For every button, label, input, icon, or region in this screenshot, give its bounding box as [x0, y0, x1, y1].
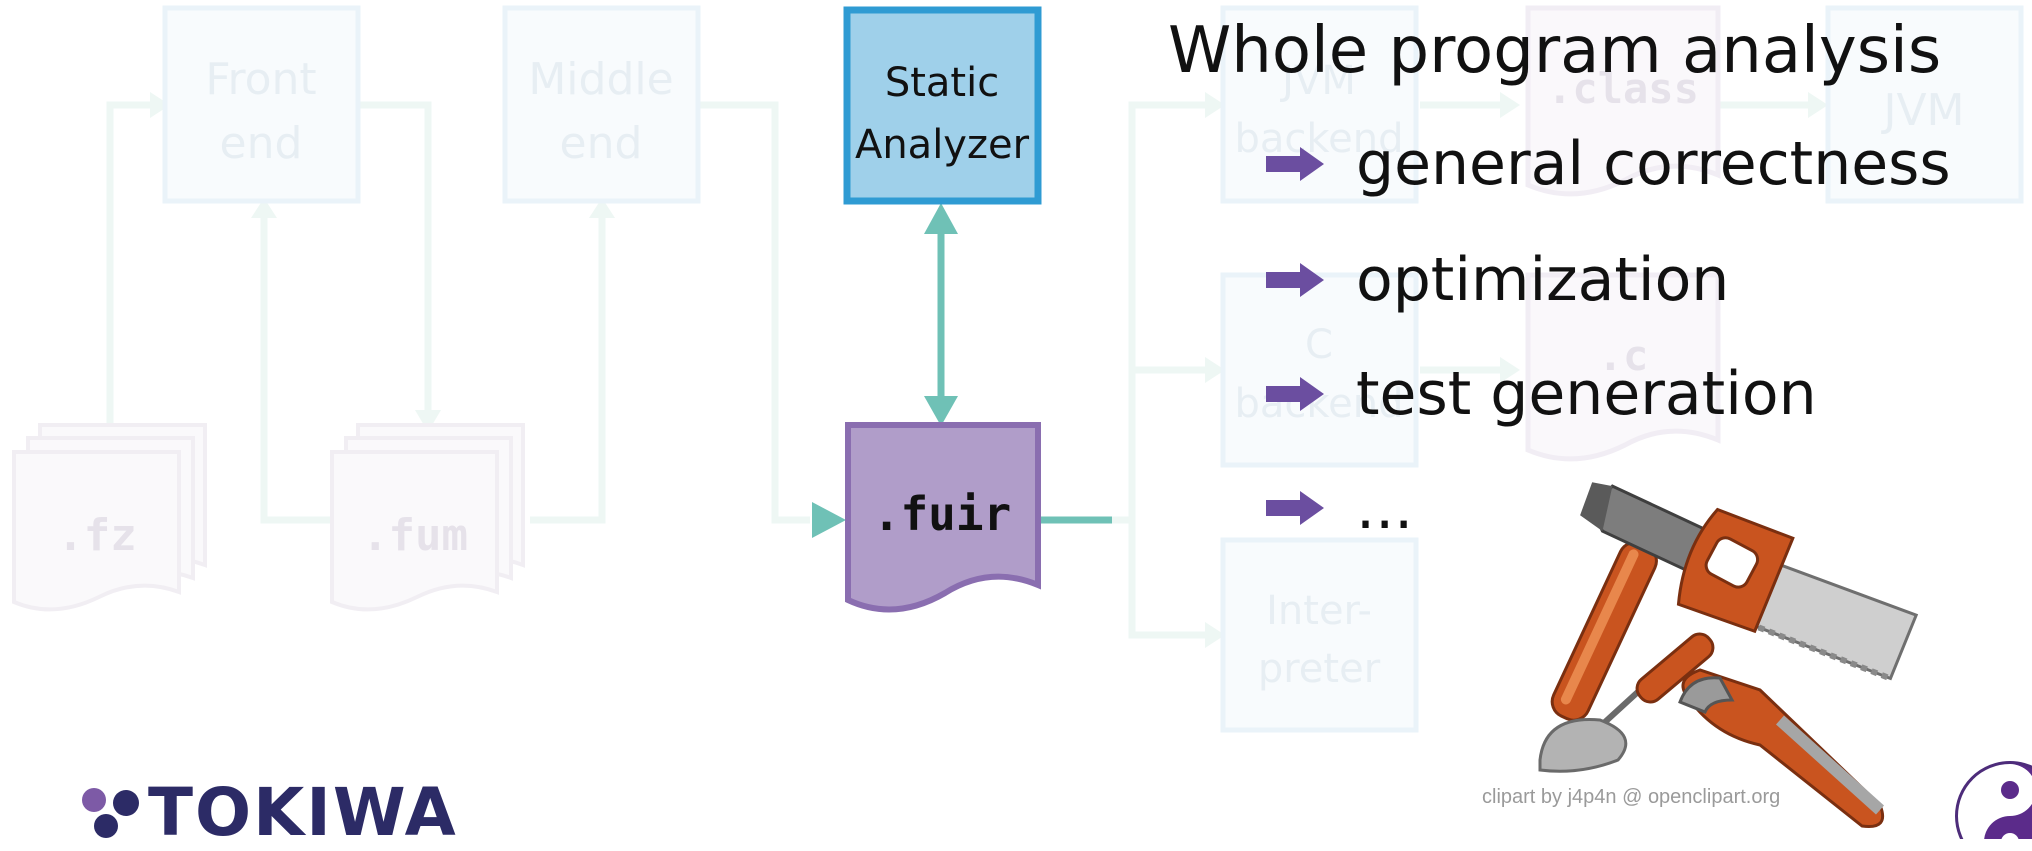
c-file-label: .c	[1598, 331, 1649, 380]
middle-end-label-2: end	[560, 118, 643, 169]
front-end-label-1: Front	[205, 54, 316, 105]
front-end-node: Front end	[162, 5, 361, 204]
jvm-backend-label-1: JVM	[1279, 58, 1356, 104]
bullet-text: test generation	[1356, 359, 1817, 429]
fuir-file-label: .fuir	[873, 487, 1011, 541]
tokiwa-logo-icon	[82, 788, 139, 838]
bullet-item: test generation	[1266, 354, 1817, 434]
jvm-backend-label-2: backend	[1235, 116, 1404, 162]
class-file-node: .class	[1525, 5, 1721, 197]
bullet-text: general correctness	[1356, 129, 1951, 199]
jvm-backend-node: JVM backend	[1220, 5, 1419, 204]
bullet-item: ...	[1266, 468, 1413, 548]
interpreter-node: Inter- preter	[1220, 537, 1419, 733]
fz-file-label: .fz	[57, 510, 136, 561]
arrow-right-icon	[1266, 377, 1324, 411]
jvm-label: JVM	[1880, 85, 1964, 136]
c-backend-node: C backend	[1220, 272, 1419, 468]
arrow-right-icon	[1266, 263, 1324, 297]
fz-files-node: .fz	[12, 423, 207, 612]
slide-title: Whole program analysis	[1168, 14, 1942, 88]
faded-arrowheads	[150, 92, 1828, 648]
c-backend-label-1: C	[1305, 322, 1333, 368]
fuir-file-node: .fuir	[845, 422, 1041, 613]
bullet-item: general correctness	[1266, 124, 1951, 204]
static-analyzer-label-1: Static	[885, 60, 999, 106]
interpreter-label-1: Inter-	[1266, 588, 1372, 634]
c-backend-label-2: backend	[1235, 381, 1404, 427]
tokiwa-logo-text: TOKIWA	[148, 774, 458, 851]
front-end-label-2: end	[220, 118, 303, 169]
static-analyzer-node: Static Analyzer	[843, 6, 1042, 205]
interpreter-label-2: preter	[1258, 646, 1381, 692]
bullet-text: optimization	[1356, 245, 1730, 315]
faded-connectors	[106, 101, 1815, 639]
c-file-node: .c	[1525, 272, 1721, 462]
static-analyzer-label-2: Analyzer	[855, 122, 1030, 168]
middle-end-node: Middle end	[502, 5, 701, 204]
fum-file-label: .fum	[362, 510, 468, 561]
fum-files-node: .fum	[330, 423, 525, 612]
bullet-text: ...	[1356, 473, 1414, 543]
yin-yang-logo-icon	[1955, 761, 2032, 851]
arrow-right-icon	[1266, 147, 1324, 181]
tools-clipart-icon	[1538, 482, 1919, 829]
clipart-credit: clipart by j4p4n @ openclipart.org	[1482, 786, 1781, 808]
fuir-input-arrow	[812, 502, 846, 538]
analyzer-fuir-connector	[924, 203, 958, 426]
bullet-item: optimization	[1266, 240, 1729, 320]
jvm-node: JVM	[1825, 5, 2024, 204]
arrow-right-icon	[1266, 491, 1324, 525]
middle-end-label-1: Middle	[528, 54, 673, 105]
class-file-label: .class	[1547, 64, 1699, 113]
